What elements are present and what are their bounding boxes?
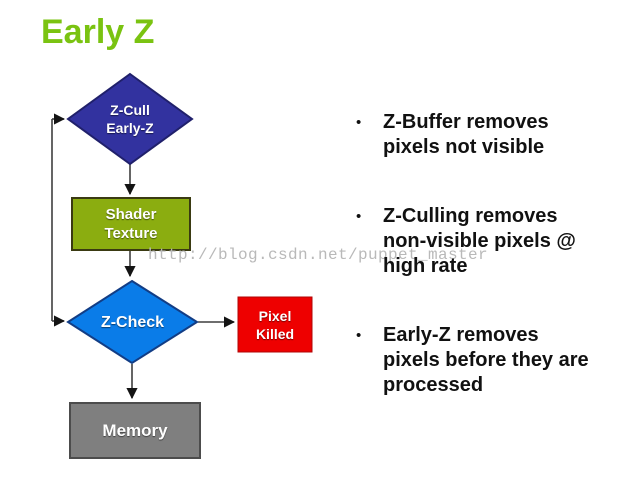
watermark: http://blog.csdn.net/puppet_master bbox=[148, 246, 489, 264]
node-pixel-killed-box bbox=[237, 296, 313, 353]
bullet-item: • Z-Buffer removes pixels not visible bbox=[356, 110, 618, 160]
bullet-text: Early-Z removes pixels before they are p… bbox=[383, 324, 589, 396]
bullet-marker: • bbox=[356, 327, 362, 344]
bullet-item: • Z-Culling removes non-visible pixels @… bbox=[356, 204, 618, 279]
bullet-marker: • bbox=[356, 208, 362, 225]
flow-connectors bbox=[51, 113, 236, 400]
node-shader-texture-box bbox=[71, 197, 191, 251]
bullet-text: Z-Culling removes non-visible pixels @ h… bbox=[383, 205, 576, 277]
bullet-text: Z-Buffer removes pixels not visible bbox=[383, 111, 549, 158]
page-title: Early Z bbox=[41, 13, 155, 51]
node-z-cull-diamond bbox=[66, 72, 194, 166]
bullet-list: • Z-Buffer removes pixels not visible • … bbox=[356, 110, 618, 442]
node-memory-box bbox=[69, 402, 201, 459]
bullet-item: • Early-Z removes pixels before they are… bbox=[356, 323, 618, 398]
bullet-marker: • bbox=[356, 114, 362, 131]
node-z-check-diamond bbox=[66, 279, 199, 365]
